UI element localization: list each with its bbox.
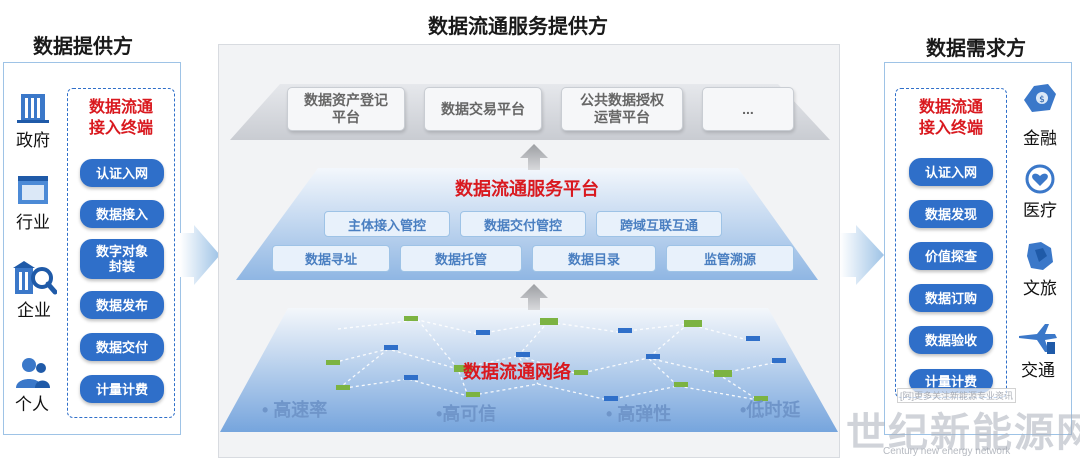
provider-category-industry: 行业 bbox=[12, 172, 54, 233]
right-access-terminal: 数据流通 接入终端 认证入网 数据发现 价值探查 数据订购 数据验收 计量计费 bbox=[895, 88, 1007, 398]
watermark-note: [阿]更多关注新能源专业资讯 bbox=[897, 388, 1017, 403]
left-terminal-item-metering-billing: 计量计费 bbox=[80, 375, 164, 403]
feature-low-latency: •低时延 bbox=[740, 400, 801, 420]
provider-to-platform-arrow bbox=[180, 225, 220, 285]
demander-category-transport: 交通 bbox=[1012, 322, 1064, 381]
feature-high-trust: •高可信 bbox=[436, 404, 497, 424]
person-icon bbox=[16, 358, 50, 388]
transport-plane-icon bbox=[1019, 324, 1057, 354]
provider-category-label: 个人 bbox=[15, 395, 49, 414]
up-arrow-bottom bbox=[520, 284, 548, 310]
watermark-subtext: Century new energy network bbox=[883, 446, 1011, 457]
service-data-delivery-control: 数据交付管控 bbox=[460, 211, 586, 237]
left-terminal-title: 数据流通 接入终端 bbox=[88, 99, 153, 137]
enterprise-magnifier-icon bbox=[13, 261, 57, 295]
provider-category-label: 企业 bbox=[17, 301, 51, 320]
industry-building-icon bbox=[18, 176, 48, 204]
network-nodes bbox=[326, 316, 786, 401]
service-cross-domain-interconnect: 跨域互联互通 bbox=[596, 211, 722, 237]
up-arrow-top bbox=[520, 144, 548, 170]
platform-asset-registration: 数据资产登记 平台 bbox=[287, 87, 405, 131]
demander-category-label: 文旅 bbox=[1023, 279, 1057, 298]
left-terminal-item-data-publish: 数据发布 bbox=[80, 291, 164, 319]
platform-data-trading: 数据交易平台 bbox=[424, 87, 542, 131]
right-terminal-item-authentication: 认证入网 bbox=[909, 158, 993, 186]
provider-category-label: 行业 bbox=[16, 213, 50, 232]
right-terminal-item-data-acceptance: 数据验收 bbox=[909, 326, 993, 354]
right-terminal-item-data-ordering: 数据订购 bbox=[909, 284, 993, 312]
service-data-addressing: 数据寻址 bbox=[272, 245, 390, 272]
demander-title: 数据需求方 bbox=[926, 38, 1026, 60]
left-terminal-item-object-packaging: 数字对象 封装 bbox=[80, 239, 164, 279]
svg-text:$: $ bbox=[1039, 95, 1045, 105]
left-access-terminal: 数据流通 接入终端 认证入网 数据接入 数字对象 封装 数据发布 数据交付 计量… bbox=[67, 88, 175, 418]
medical-heart-icon bbox=[1025, 164, 1055, 194]
demander-category-label: 交通 bbox=[1021, 361, 1055, 380]
right-terminal-title: 数据流通 接入终端 bbox=[918, 99, 983, 137]
platform-public-data-authorization: 公共数据授权 运营平台 bbox=[561, 87, 683, 131]
right-terminal-item-data-discovery: 数据发现 bbox=[909, 200, 993, 228]
left-terminal-item-data-access: 数据接入 bbox=[80, 200, 164, 228]
feature-high-speed: • 高速率 bbox=[262, 400, 328, 420]
service-provider-title: 数据流通服务提供方 bbox=[428, 16, 608, 38]
platform-more: ... bbox=[702, 87, 794, 131]
service-data-catalog: 数据目录 bbox=[532, 245, 656, 272]
provider-category-government: 政府 bbox=[12, 90, 54, 151]
feature-high-elasticity: • 高弹性 bbox=[606, 404, 672, 424]
provider-title: 数据提供方 bbox=[33, 36, 133, 58]
left-terminal-item-data-delivery: 数据交付 bbox=[80, 333, 164, 361]
demander-category-label: 医疗 bbox=[1023, 201, 1057, 220]
culture-tourism-icon bbox=[1027, 242, 1053, 270]
service-supervision-traceability: 监管溯源 bbox=[666, 245, 794, 272]
right-terminal-item-value-exploration: 价值探查 bbox=[909, 242, 993, 270]
demander-category-medical: 医疗 bbox=[1016, 164, 1064, 221]
service-data-hosting: 数据托管 bbox=[400, 245, 522, 272]
platform-to-demander-arrow bbox=[840, 225, 884, 285]
watermark-text: 世纪新能源网 bbox=[846, 411, 1080, 455]
demander-category-culture-tourism: 文旅 bbox=[1016, 240, 1064, 299]
service-platform-title: 数据流通服务平台 bbox=[455, 179, 599, 199]
left-terminal-item-authentication: 认证入网 bbox=[80, 159, 164, 187]
service-subject-access-control: 主体接入管控 bbox=[324, 211, 450, 237]
demander-category-label: 金融 bbox=[1023, 129, 1057, 148]
provider-category-label: 政府 bbox=[16, 131, 50, 150]
provider-category-enterprise: 企业 bbox=[10, 258, 58, 321]
provider-category-person: 个人 bbox=[10, 356, 54, 415]
government-building-icon bbox=[17, 94, 49, 123]
finance-icon: $ bbox=[1024, 84, 1056, 112]
bottom-layer-shape bbox=[220, 308, 838, 432]
demander-category-finance: $ 金融 bbox=[1016, 80, 1064, 149]
network-layer-title: 数据流通网络 bbox=[463, 362, 571, 382]
